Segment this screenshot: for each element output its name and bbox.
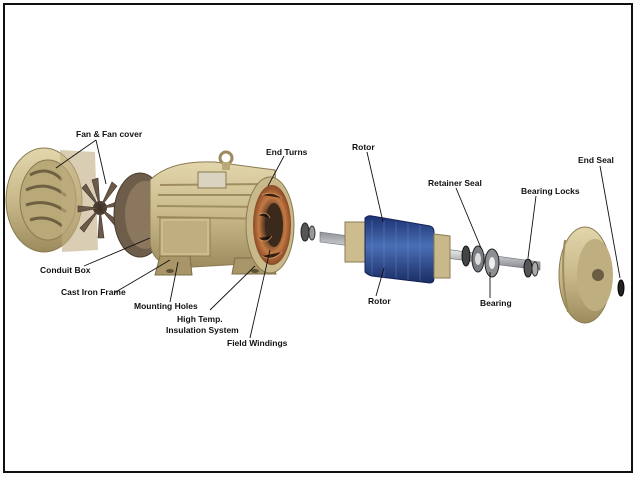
label-rotor-bottom: Rotor <box>368 296 391 306</box>
label-field-windings: Field Windings <box>227 338 288 348</box>
label-insulation-line1: High Temp. <box>177 314 223 324</box>
label-insulation-line2: Insulation System <box>166 325 239 335</box>
field-windings-part <box>245 176 295 274</box>
label-cast-iron-frame: Cast Iron Frame <box>61 287 126 297</box>
label-bearing: Bearing <box>480 298 512 308</box>
label-rotor-top: Rotor <box>352 142 375 152</box>
bearing-left-part <box>300 222 316 242</box>
leader-lines <box>55 139 621 339</box>
end-seal-part <box>617 279 625 297</box>
fan-cover-part <box>5 147 98 253</box>
rotor-part <box>319 215 541 284</box>
end-bell-part <box>558 226 613 324</box>
label-retainer-seal: Retainer Seal <box>428 178 482 188</box>
bearing-set-part <box>461 245 539 278</box>
label-conduit-box: Conduit Box <box>40 265 91 275</box>
label-bearing-locks: Bearing Locks <box>521 186 580 196</box>
diagram-frame <box>3 3 633 473</box>
label-end-seal: End Seal <box>578 155 614 165</box>
label-end-turns: End Turns <box>266 147 308 157</box>
label-mounting-holes: Mounting Holes <box>134 301 198 311</box>
label-fan-cover: Fan & Fan cover <box>76 129 143 139</box>
